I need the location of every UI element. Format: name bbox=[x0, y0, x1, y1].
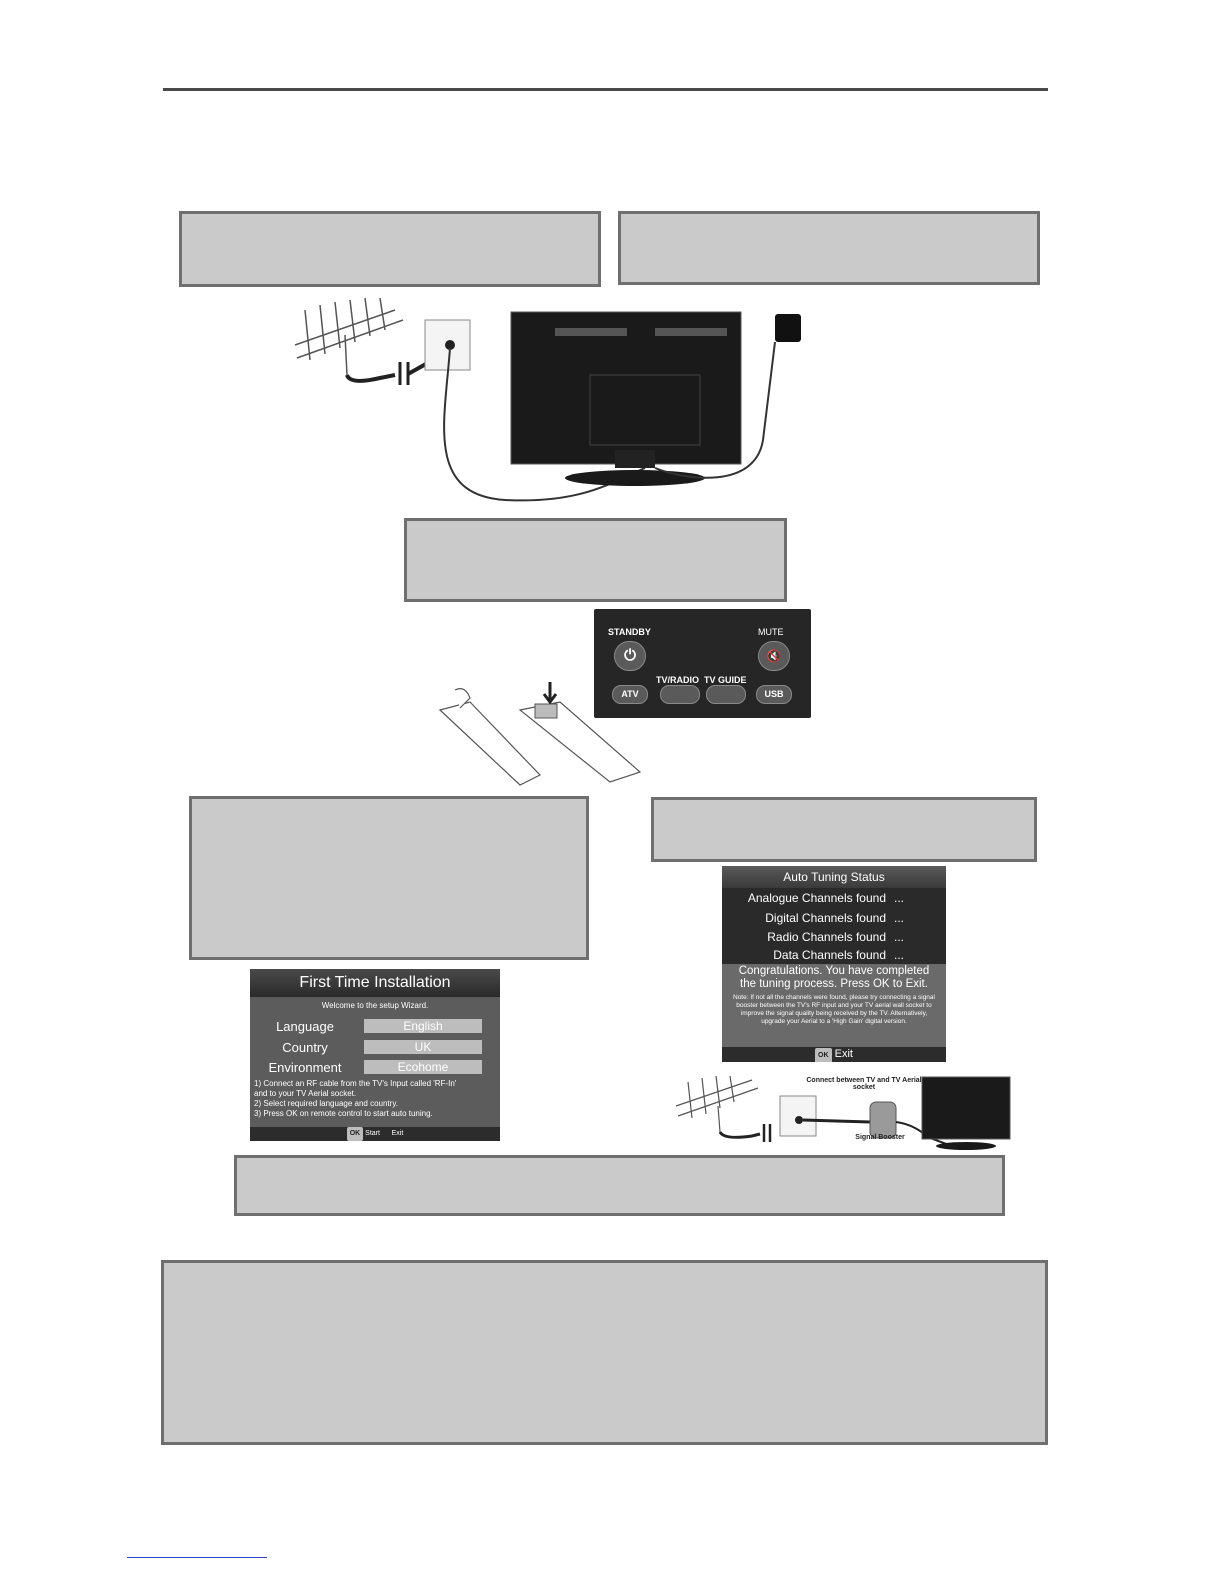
radio-label: Radio Channels found bbox=[767, 930, 886, 944]
signal-booster-label: Signal Booster bbox=[855, 1134, 905, 1141]
data-value: ... bbox=[894, 948, 905, 962]
power-plug-icon bbox=[775, 314, 801, 342]
standby-label: STANDBY bbox=[608, 627, 651, 637]
standby-button[interactable]: ⏻ bbox=[614, 641, 646, 671]
instruction-box-1 bbox=[179, 211, 601, 287]
mute-button[interactable]: 🔇 bbox=[758, 641, 790, 671]
wall-socket bbox=[779, 1095, 817, 1137]
language-value[interactable]: English bbox=[364, 1019, 482, 1033]
aerial-icon bbox=[675, 1075, 759, 1133]
osd-footer: OK Exit bbox=[722, 1047, 946, 1062]
country-value[interactable]: UK bbox=[364, 1040, 482, 1054]
tv-connection-illustration bbox=[294, 297, 801, 502]
environment-value[interactable]: Ecohome bbox=[364, 1060, 482, 1074]
analogue-label: Analogue Channels found bbox=[747, 891, 886, 905]
tv-radio-label: TV/RADIO bbox=[656, 675, 700, 685]
analogue-value: ... bbox=[894, 891, 905, 905]
environment-row[interactable]: Environment Ecohome bbox=[250, 1060, 500, 1078]
usb-button[interactable]: USB bbox=[756, 685, 792, 704]
environment-label: Environment bbox=[268, 1060, 342, 1075]
note-line: and to your TV Aerial socket. bbox=[254, 1089, 357, 1098]
remote-battery-illustration bbox=[438, 682, 642, 786]
installation-notes: 1) Connect an RF cable from the TV's Inp… bbox=[254, 1079, 456, 1119]
osd-title: First Time Installation bbox=[299, 974, 451, 991]
congratulations-text: Congratulations. You have completed the … bbox=[738, 965, 930, 990]
country-row[interactable]: Country UK bbox=[250, 1040, 500, 1058]
footer-link-underline bbox=[127, 1557, 267, 1558]
instruction-box-4 bbox=[189, 796, 589, 960]
tv-guide-button[interactable] bbox=[706, 685, 746, 704]
instruction-box-3 bbox=[404, 518, 787, 602]
language-label: Language bbox=[276, 1019, 334, 1034]
ok-key-icon: OK bbox=[815, 1048, 832, 1062]
remote-control-closeup: STANDBY MUTE ⏻ 🔇 TV/RADIO TV GUIDE ATV U… bbox=[594, 609, 811, 718]
start-hint: Start bbox=[365, 1130, 380, 1137]
data-label: Data Channels found bbox=[773, 948, 886, 962]
radio-value: ... bbox=[894, 930, 905, 944]
digital-value: ... bbox=[894, 911, 905, 925]
note-line: 1) Connect an RF cable from the TV's Inp… bbox=[254, 1079, 457, 1088]
signal-booster-icon bbox=[869, 1101, 897, 1139]
instruction-box-6 bbox=[234, 1155, 1005, 1216]
first-time-installation-screen: First Time Installation Welcome to the s… bbox=[250, 969, 500, 1141]
digital-row: Digital Channels found ... bbox=[722, 909, 946, 927]
tv-guide-label: TV GUIDE bbox=[704, 675, 747, 685]
auto-tuning-status-screen: Auto Tuning Status Analogue Channels fou… bbox=[722, 866, 946, 1062]
osd-title: Auto Tuning Status bbox=[783, 870, 885, 884]
signal-booster-illustration bbox=[675, 1075, 1011, 1150]
language-row[interactable]: Language English bbox=[250, 1019, 500, 1037]
exit-hint: Exit bbox=[391, 1130, 404, 1137]
data-row: Data Channels found ... bbox=[722, 946, 946, 964]
aerial-cable bbox=[345, 373, 396, 383]
aerial-icon bbox=[294, 297, 404, 376]
country-label: Country bbox=[282, 1040, 328, 1055]
radio-row: Radio Channels found ... bbox=[722, 928, 946, 946]
mute-label: MUTE bbox=[758, 627, 784, 637]
connect-between-label: Connect between TV and TV Aerial socket bbox=[806, 1077, 922, 1091]
digital-label: Digital Channels found bbox=[765, 911, 886, 925]
power-icon: ⏻ bbox=[624, 647, 636, 664]
osd-footer: OK Start Exit bbox=[250, 1127, 500, 1141]
note-line: 2) Select required language and country. bbox=[254, 1099, 398, 1108]
tv-rear-icon bbox=[510, 311, 742, 465]
ok-key-icon: OK bbox=[346, 1127, 364, 1141]
header-rule bbox=[163, 88, 1048, 91]
power-cable bbox=[654, 341, 776, 479]
osd-title-bar: Auto Tuning Status bbox=[722, 866, 946, 888]
mute-icon: 🔇 bbox=[766, 649, 782, 663]
exit-hint: Exit bbox=[834, 1048, 853, 1060]
instruction-box-7 bbox=[161, 1260, 1048, 1445]
welcome-text: Welcome to the setup Wizard. bbox=[321, 1001, 429, 1010]
atv-button[interactable]: ATV bbox=[612, 685, 648, 704]
tv-radio-button[interactable] bbox=[660, 685, 700, 704]
tv-rear-icon bbox=[921, 1076, 1011, 1140]
analogue-row: Analogue Channels found ... bbox=[722, 889, 946, 907]
osd-title-bar: First Time Installation bbox=[250, 969, 500, 997]
note-line: 3) Press OK on remote control to start a… bbox=[254, 1109, 433, 1118]
tuning-note: Note: If not all the channels were found… bbox=[733, 994, 935, 1025]
instruction-box-2 bbox=[618, 211, 1040, 285]
instruction-box-5 bbox=[651, 797, 1037, 862]
